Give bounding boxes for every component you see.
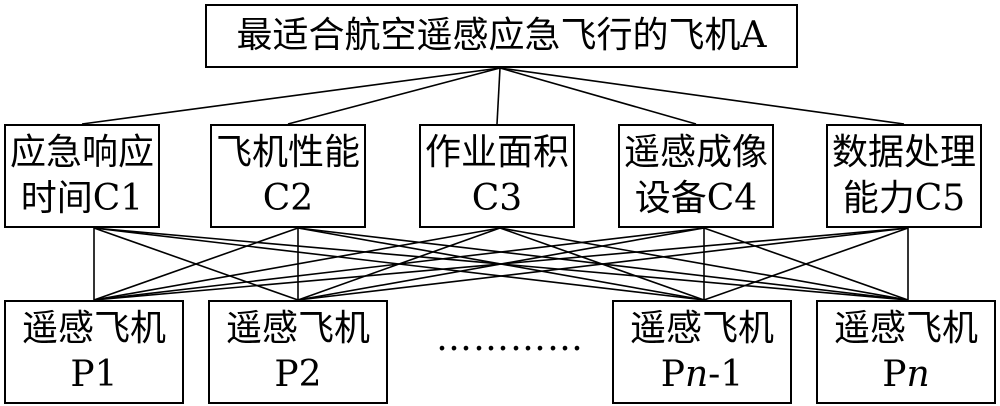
alternative-label-line2: Pn <box>882 354 930 395</box>
alternative-label-line1: 遥感飞机 <box>833 308 978 349</box>
goal-criterion-link-2 <box>287 67 501 125</box>
criterion-label-line2: 时间C1 <box>20 178 144 219</box>
alternative-label-line1: 遥感飞机 <box>225 308 370 349</box>
criterion-alternative-link-c5-p2 <box>297 227 909 301</box>
alternative-label-line2: P1 <box>70 354 118 395</box>
alternative-label-line2: Pn-1 <box>660 354 744 395</box>
criterion-label-line1: 作业面积 <box>424 132 569 173</box>
goal-criterion-link-3 <box>496 67 501 125</box>
alternative-box-pn: 遥感飞机 Pn <box>816 300 996 404</box>
criterion-alternative-link-c2-p1 <box>93 227 299 301</box>
criterion-box-c3: 作业面积 C3 <box>419 124 575 228</box>
ellipsis-separator: ………… <box>436 318 584 359</box>
criterion-box-c2: 飞机性能 C2 <box>210 124 366 228</box>
goal-criterion-link-1 <box>81 67 501 125</box>
criterion-alternative-link-c5-p1 <box>93 227 909 301</box>
criterion-label-line1: 遥感成像 <box>623 132 768 173</box>
alternative-box-p1: 遥感飞机 P1 <box>4 300 184 404</box>
criterion-box-c5: 数据处理 能力C5 <box>826 124 982 228</box>
criterion-alternative-link-c4-p1 <box>93 227 705 301</box>
alternative-label-line1: 遥感飞机 <box>21 308 166 349</box>
criterion-alternative-link-c5-p3 <box>703 227 909 301</box>
criterion-box-c4: 遥感成像 设备C4 <box>618 124 774 228</box>
alternative-label-line1: 遥感飞机 <box>629 308 774 349</box>
goal-label: 最适合航空遥感应急飞行的飞机A <box>236 15 767 56</box>
goal-criterion-link-4 <box>499 67 697 125</box>
criterion-alternative-link-c3-p1 <box>93 227 501 301</box>
criterion-label-line1: 应急响应 <box>9 132 154 173</box>
criterion-label-line1: 数据处理 <box>831 132 976 173</box>
alternative-box-p2: 遥感飞机 P2 <box>208 300 388 404</box>
criterion-label-line2: 能力C5 <box>842 178 966 219</box>
criterion-label-line2: C2 <box>262 178 314 219</box>
criterion-label-line2: 设备C4 <box>634 178 758 219</box>
criterion-box-c1: 应急响应 时间C1 <box>4 124 160 228</box>
criterion-label-line1: 飞机性能 <box>215 132 360 173</box>
criterion-label-line2: C3 <box>471 178 523 219</box>
goal-criterion-link-5 <box>499 67 905 125</box>
goal-box: 最适合航空遥感应急飞行的飞机A <box>205 4 798 68</box>
alternative-box-pn-minus-1: 遥感飞机 Pn-1 <box>612 300 792 404</box>
alternative-label-line2: P2 <box>274 354 322 395</box>
